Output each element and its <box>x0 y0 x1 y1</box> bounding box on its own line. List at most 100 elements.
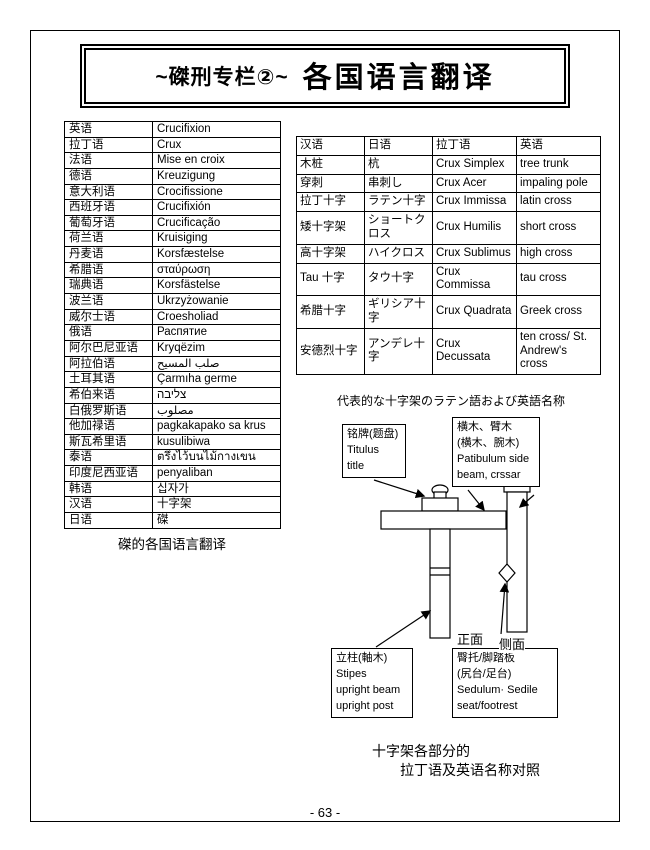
table-row: 波兰语 Ukrzyżowanie <box>64 293 281 310</box>
english-name-cell: tree trunk <box>516 154 601 175</box>
stipes-post <box>429 528 451 639</box>
table-row: 白俄罗斯语 مصلوب <box>64 402 281 420</box>
translation-cell: Korsfæstelse <box>152 246 281 263</box>
translation-cell: صلب المسيح <box>152 355 281 373</box>
latin-name-cell: Crux Humilis <box>432 211 517 245</box>
column-header: 日语 <box>364 136 433 156</box>
translation-cell: kusulibiwa <box>152 433 281 451</box>
language-name-cell: 威尔士语 <box>64 308 153 326</box>
left-table-caption: 磔的各国语言翻译 <box>118 537 226 552</box>
language-name-cell: 英语 <box>64 121 153 138</box>
table-row: 日语 磔 <box>64 512 281 529</box>
japanese-name-cell: 杭 <box>364 154 433 175</box>
side-post <box>506 491 528 633</box>
table-row: Tau 十字 タウ十字 Crux Commissa tau cross <box>296 262 601 297</box>
patibulum-beam <box>380 510 507 530</box>
titulus-plate <box>421 497 459 512</box>
diagram-caption-line2: 拉丁语及英语名称对照 <box>400 761 540 778</box>
page-border <box>30 30 620 822</box>
patibulum-side-arrow <box>518 494 535 508</box>
language-name-cell: 拉丁语 <box>64 136 153 154</box>
titulus-label-box: 铭牌(题盘) Titulus title <box>342 424 406 478</box>
chinese-name-cell: Tau 十字 <box>296 262 365 297</box>
table-row: 阿尔巴尼亚语 Kryqëzim <box>64 339 281 357</box>
language-name-cell: 西班牙语 <box>64 199 153 216</box>
table-row: 穿刺 串刺し Crux Acer impaling pole <box>296 173 601 194</box>
latin-name-cell: Crux Simplex <box>432 154 517 175</box>
translation-cell: penyaliban <box>152 465 281 482</box>
chinese-name-cell: 拉丁十字 <box>296 192 365 213</box>
page-title: 各国语言翻译 <box>302 62 495 94</box>
translation-cell: Kreuzigung <box>152 167 281 185</box>
table-row: 西班牙语 Crucifixión <box>64 199 281 216</box>
column-header: 拉丁语 <box>432 136 517 156</box>
latin-name-cell: Crux Quadrata <box>432 295 517 329</box>
translation-cell: Crocifissione <box>152 183 281 201</box>
language-name-cell: 阿拉伯语 <box>64 355 153 373</box>
table-row: 木桩 杭 Crux Simplex tree trunk <box>296 154 601 175</box>
language-name-cell: 俄语 <box>64 324 153 341</box>
patibulum-arrow <box>467 489 485 512</box>
titulus-arrow <box>373 479 426 499</box>
translation-cell: Распятие <box>152 324 281 341</box>
stipes-arrow <box>375 610 432 648</box>
latin-name-cell: Crux Decussata <box>432 327 517 376</box>
table-row: 葡萄牙语 Crucificação <box>64 214 281 232</box>
translation-cell: 십자가 <box>152 480 281 498</box>
table-row: 俄语 Распятие <box>64 324 281 341</box>
language-name-cell: 荷兰语 <box>64 230 153 248</box>
chinese-name-cell: 木桩 <box>296 154 365 175</box>
language-name-cell: 波兰语 <box>64 293 153 310</box>
language-name-cell: 葡萄牙语 <box>64 214 153 232</box>
translation-cell: Kryqëzim <box>152 339 281 357</box>
japanese-name-cell: ギリシア十字 <box>364 295 433 329</box>
page-number: - 63 - <box>309 805 341 820</box>
table-row: 泰语 ตรึงไว้บนไม้กางเขน <box>64 449 281 467</box>
table-row: 斯瓦希里语 kusulibiwa <box>64 433 281 451</box>
table-row: 汉语 十字架 <box>64 496 281 514</box>
english-name-cell: short cross <box>516 211 601 245</box>
language-name-cell: 瑞典语 <box>64 277 153 295</box>
chinese-name-cell: 穿刺 <box>296 173 365 194</box>
english-name-cell: high cross <box>516 243 601 264</box>
language-name-cell: 韩语 <box>64 480 153 498</box>
language-name-cell: 法语 <box>64 152 153 169</box>
japanese-name-cell: タウ十字 <box>364 262 433 297</box>
latin-name-cell: Crux Commissa <box>432 262 517 297</box>
diagram-caption-line1: 十字架各部分的 <box>372 743 470 759</box>
table-row: 拉丁十字 ラテン十字 Crux Immissa latin cross <box>296 192 601 213</box>
translation-cell: ตรึงไว้บนไม้กางเขน <box>152 449 281 467</box>
latin-name-cell: Crux Immissa <box>432 192 517 213</box>
table-row: 韩语 십자가 <box>64 480 281 498</box>
diagram-caption: 十字架各部分的 拉丁语及英语名称对照 <box>372 742 540 780</box>
language-name-cell: 丹麦语 <box>64 246 153 263</box>
table-row: 高十字架 ハイクロス Crux Sublimus high cross <box>296 243 601 264</box>
right-table-caption: 代表的な十字架のラテン語および英語名称 <box>336 394 565 408</box>
translation-cell: 十字架 <box>152 496 281 514</box>
cross-parts-diagram: 铭牌(题盘) Titulus title 横木、臂木 (横木、腕木) Patib… <box>318 410 610 750</box>
chinese-name-cell: 矮十字架 <box>296 211 365 245</box>
language-name-cell: 阿尔巴尼亚语 <box>64 339 153 357</box>
language-name-cell: 希伯来语 <box>64 386 153 404</box>
translation-cell: σταύρωση <box>152 261 281 279</box>
title-prefix: ~磔刑专栏②~ <box>155 66 289 89</box>
table-row: 希腊十字 ギリシア十字 Crux Quadrata Greek cross <box>296 295 601 329</box>
translation-cell: مصلوب <box>152 402 281 420</box>
translation-cell: pagkakapako sa krus <box>152 418 281 435</box>
table-row: 拉丁语 Crux <box>64 136 281 154</box>
language-name-cell: 希腊语 <box>64 261 153 279</box>
table-row: 希伯来语 צליבה <box>64 386 281 404</box>
table-row: 德语 Kreuzigung <box>64 167 281 185</box>
side-sedile-peg <box>498 563 516 583</box>
table-row: 希腊语 σταύρωση <box>64 261 281 279</box>
translation-cell: Crux <box>152 136 281 154</box>
table-row: 安德烈十字 アンデレ十字 Crux Decussata ten cross/ S… <box>296 327 601 376</box>
english-name-cell: Greek cross <box>516 295 601 329</box>
japanese-name-cell: ラテン十字 <box>364 192 433 213</box>
japanese-name-cell: ハイクロス <box>364 243 433 264</box>
front-view-label: 正面 <box>457 629 484 648</box>
table-row: 矮十字架 ショートクロス Crux Humilis short cross <box>296 211 601 245</box>
cross-names-table: 汉语 日语 拉丁语 英语 木桩 杭 Crux Simplex tree trun… <box>296 136 601 376</box>
language-name-cell: 汉语 <box>64 496 153 514</box>
english-name-cell: latin cross <box>516 192 601 213</box>
